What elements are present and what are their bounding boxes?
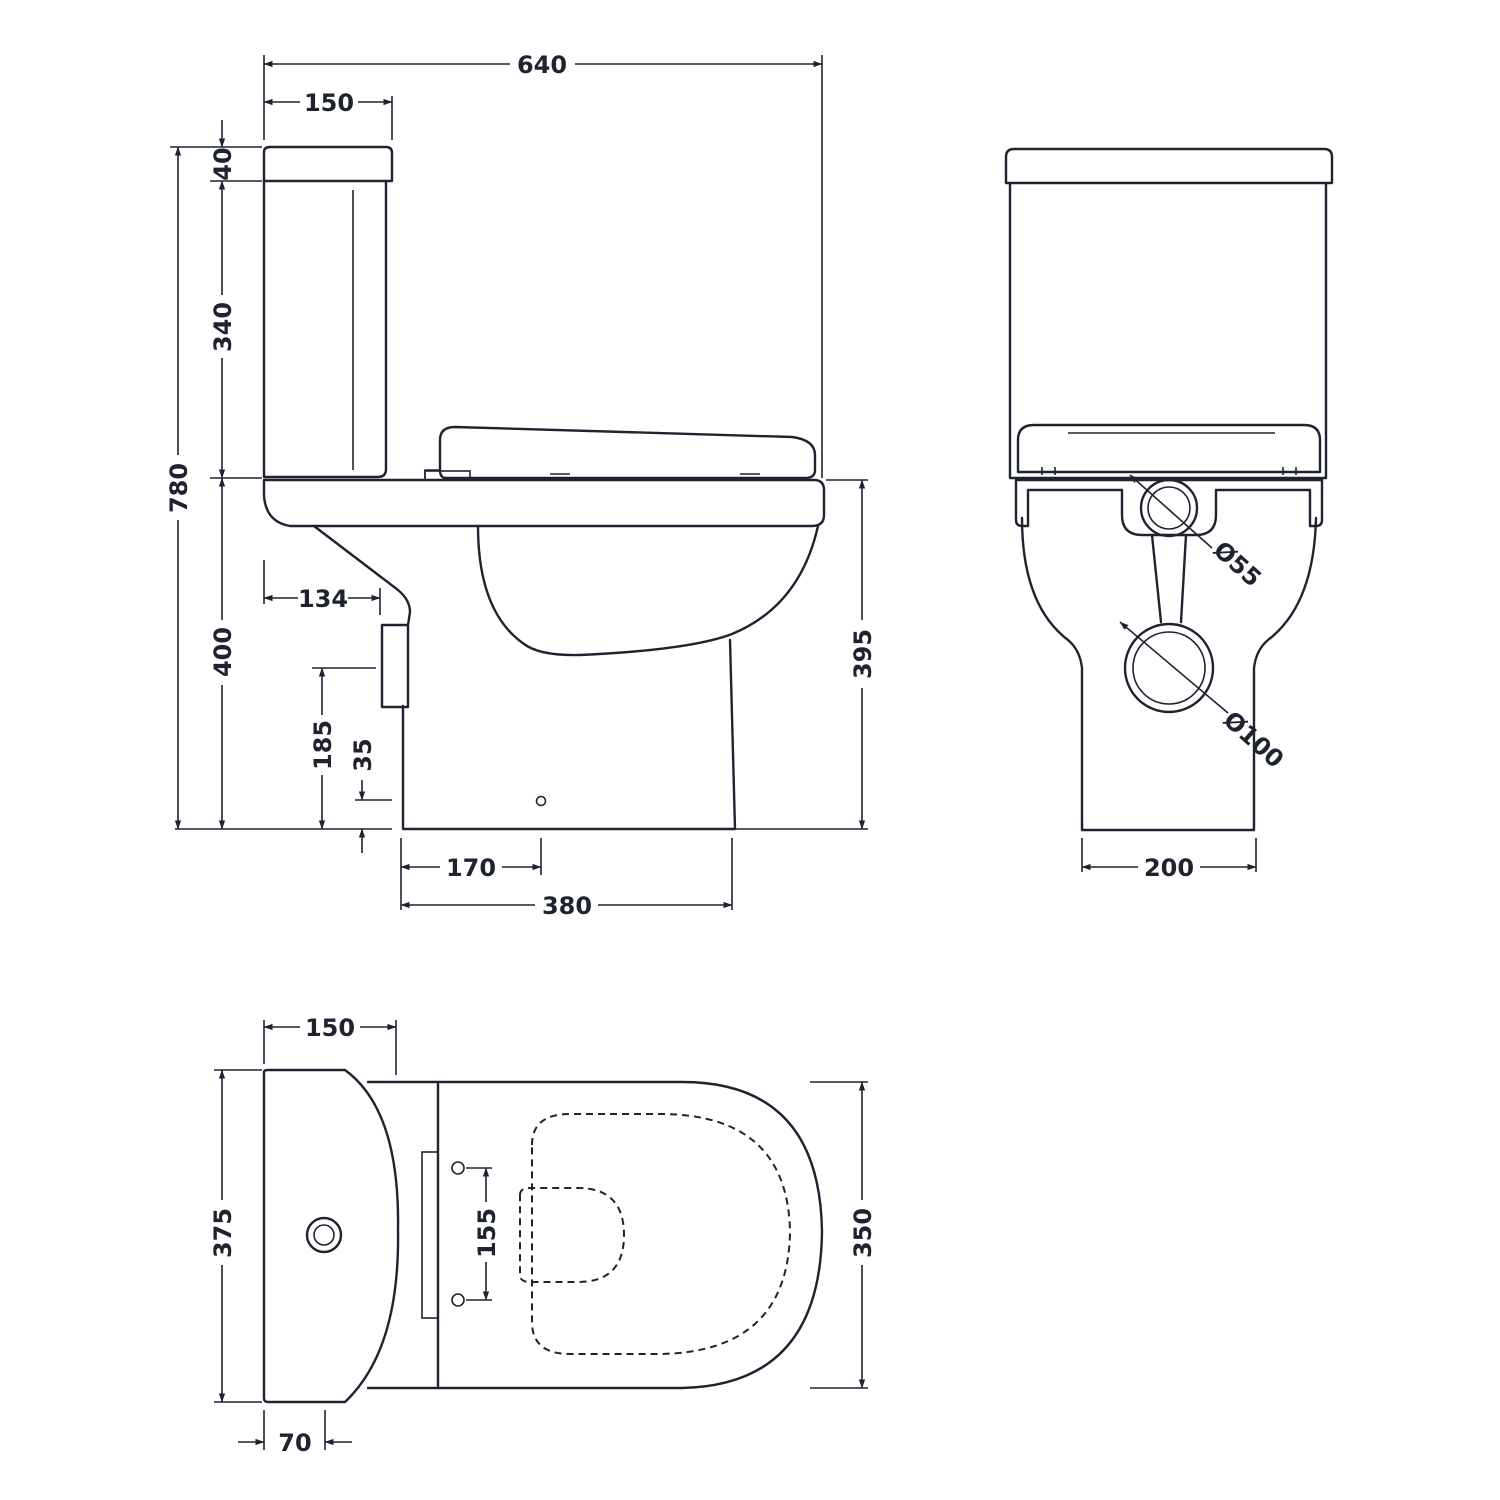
side-bowl	[476, 524, 820, 657]
dim-fixing-distance: 170	[446, 854, 496, 882]
dim-lid-height: 40	[209, 147, 237, 180]
dim-waste-offset: 134	[298, 585, 348, 613]
top-cistern	[262, 1068, 400, 1404]
top-water-surface	[519, 1187, 626, 1283]
dim-overall-height: 780	[165, 463, 193, 513]
rear-pan-rim	[1014, 478, 1324, 537]
dim-inlet-diameter: Ø55	[1208, 536, 1267, 593]
rear-bowl	[1020, 516, 1318, 832]
side-pan-rim	[262, 478, 826, 528]
dim-cistern-depth-top: 150	[305, 1014, 355, 1042]
dim-waste-height: 185	[309, 720, 337, 770]
rear-inlet	[1139, 478, 1199, 538]
dim-rear-offset: 70	[278, 1429, 311, 1457]
dim-inlet-height: 35	[349, 738, 377, 771]
top-hinge-plate	[421, 1151, 439, 1319]
dim-cistern-height: 340	[209, 302, 237, 352]
rear-seat	[1016, 423, 1322, 474]
side-dimensions: 640 150 40 340 400 780 134 185	[165, 51, 877, 920]
dim-pan-height: 400	[209, 627, 237, 677]
rear-outlet	[1123, 622, 1215, 714]
top-seat-opening	[531, 1113, 792, 1355]
rear-cistern-body	[1008, 181, 1328, 480]
top-flush-button	[305, 1216, 343, 1254]
dim-pan-width: 350	[849, 1208, 877, 1258]
rear-view: Ø55 Ø100 200	[1004, 147, 1334, 882]
rear-cistern-lid	[1004, 147, 1334, 185]
dim-overall-depth: 640	[517, 51, 567, 79]
top-pan	[366, 1080, 824, 1390]
side-seat	[438, 425, 817, 480]
side-trapway	[312, 524, 412, 627]
top-view: 150 375 155 350 70	[209, 1014, 877, 1457]
dim-hinge-spacing: 155	[473, 1208, 501, 1258]
side-outlet-spigot	[380, 623, 410, 709]
side-pedestal	[401, 638, 737, 831]
side-cistern-lid	[262, 145, 394, 183]
dim-base-width: 200	[1144, 854, 1194, 882]
dim-seat-height: 395	[849, 629, 877, 679]
dim-cistern-width: 375	[209, 1208, 237, 1258]
dim-pan-depth: 380	[542, 892, 592, 920]
side-cistern-body	[262, 179, 388, 479]
dim-cistern-depth-side: 150	[304, 89, 354, 117]
side-view	[175, 145, 868, 831]
